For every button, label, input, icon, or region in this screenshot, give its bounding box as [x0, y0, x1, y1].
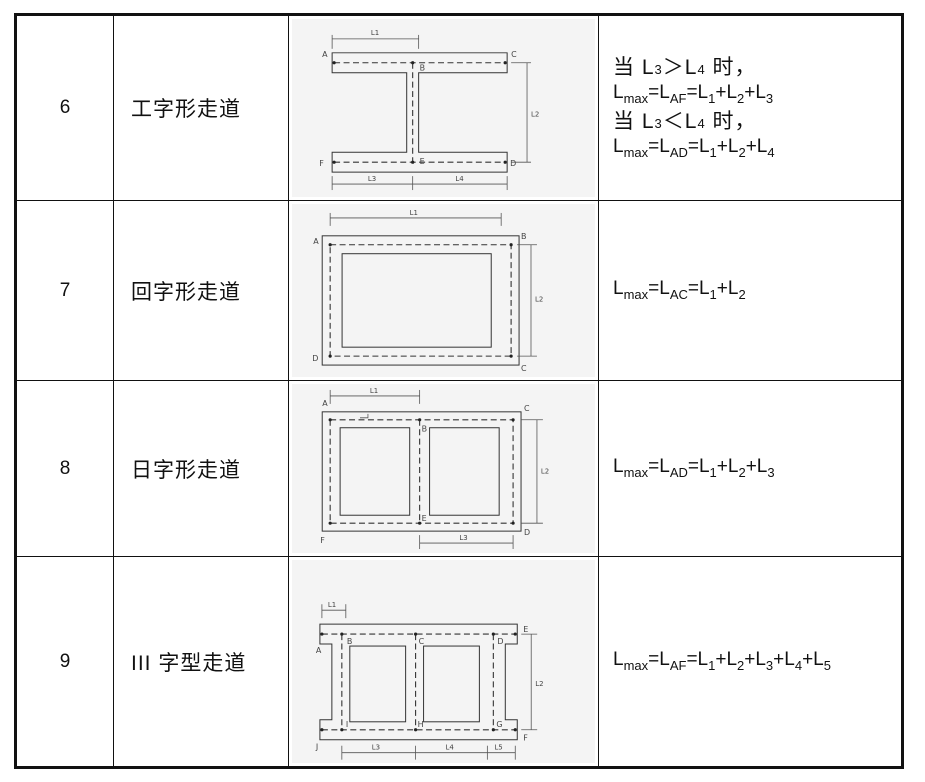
point-label: C [511, 50, 517, 59]
point-label: E [422, 514, 427, 523]
formula-text: Lmax=LAD=L1+L2+L3 [613, 456, 775, 480]
point-label: C [521, 364, 527, 373]
row-number: 6 [17, 16, 114, 200]
dimension-label: L2 [531, 110, 539, 118]
table-row: 7 回字形走道 A B C D L1 [17, 201, 901, 381]
dimension-label: L2 [535, 680, 543, 688]
point-label: H [418, 720, 424, 729]
point-label: B [422, 425, 427, 434]
point-label: A [322, 399, 328, 408]
point-label: B [521, 232, 526, 241]
row-number: 8 [17, 381, 114, 556]
table-row: 9 III 字型走道 [17, 557, 901, 766]
point-label: A [316, 646, 322, 655]
corridor-type: III 字型走道 [114, 557, 289, 766]
point-label: F [320, 536, 325, 545]
dimension-label: L1 [370, 387, 378, 395]
corridor-type: 回字形走道 [114, 201, 289, 380]
dimension-label: L4 [445, 744, 454, 752]
i-shaped-corridor-diagram: A B C D E F L1 L2 [319, 29, 539, 191]
table-row: 6 工字形走道 A B C D [17, 16, 901, 201]
triple-bar-corridor-diagram: A B C D E F G H I J L1 [315, 601, 544, 760]
point-label: B [420, 64, 425, 73]
dimension-label: L3 [459, 534, 467, 542]
dimension-label: L5 [494, 744, 502, 752]
formula-cell: Lmax=LAC=L1+L2 [599, 201, 901, 380]
dimension-label: L3 [372, 744, 380, 752]
formula-text: Lmax=LAF=L1+L2+L3+L4+L5 [613, 649, 831, 673]
point-label: F [523, 734, 528, 743]
point-label: E [523, 625, 528, 634]
point-label: C [524, 404, 530, 413]
dimension-label: L1 [328, 601, 336, 609]
corridor-diagram-cell: A B C D L1 L2 [289, 201, 599, 380]
square-loop-corridor-diagram: A B C D L1 L2 [312, 209, 543, 373]
corridor-diagram-cell: A B C D E F L1 L2 L3 [289, 381, 599, 556]
formula-text: Lmax=LAF=L1+L2+L3 [613, 82, 774, 107]
point-label: D [524, 528, 530, 537]
formula-cell: Lmax=LAF=L1+L2+L3+L4+L5 [599, 557, 901, 766]
formula-cell: 当 L3＞L4 时， Lmax=LAF=L1+L2+L3 当 L3＜L4 时， … [599, 16, 901, 200]
formula-text: Lmax=LAD=L1+L2+L4 [613, 136, 775, 161]
point-label: D [510, 159, 516, 168]
dimension-label: L4 [455, 175, 464, 183]
dimension-label: L1 [410, 209, 418, 217]
corridor-type: 工字形走道 [114, 16, 289, 200]
point-label: D [497, 637, 503, 646]
condition-text: 当 L3＜L4 时， [613, 110, 757, 133]
point-label: C [419, 637, 425, 646]
row-number: 9 [17, 557, 114, 766]
point-label: J [315, 743, 318, 752]
point-label: A [313, 237, 319, 246]
point-label: I [346, 720, 348, 729]
point-label: D [312, 354, 318, 363]
condition-text: 当 L3＞L4 时， [613, 56, 757, 80]
dimension-label: L2 [535, 295, 543, 303]
point-label: F [319, 159, 324, 168]
point-label: E [420, 157, 425, 166]
corridor-diagram-cell: A B C D E F L1 L2 [289, 16, 599, 200]
point-label: G [496, 720, 502, 729]
sun-shaped-corridor-diagram: A B C D E F L1 L2 L3 [320, 387, 549, 550]
dimension-label: L3 [368, 175, 376, 183]
row-number: 7 [17, 201, 114, 380]
table-row: 8 日字形走道 A B C D E [17, 381, 901, 557]
point-label: A [322, 50, 328, 59]
corridor-table: 6 工字形走道 A B C D [14, 13, 904, 769]
formula-text: Lmax=LAC=L1+L2 [613, 278, 746, 302]
corridor-diagram-cell: A B C D E F G H I J L1 [289, 557, 599, 766]
formula-cell: Lmax=LAD=L1+L2+L3 [599, 381, 901, 556]
dimension-label: L2 [541, 467, 549, 475]
dimension-label: L1 [371, 29, 379, 37]
point-label: B [347, 637, 352, 646]
corridor-type: 日字形走道 [114, 381, 289, 556]
